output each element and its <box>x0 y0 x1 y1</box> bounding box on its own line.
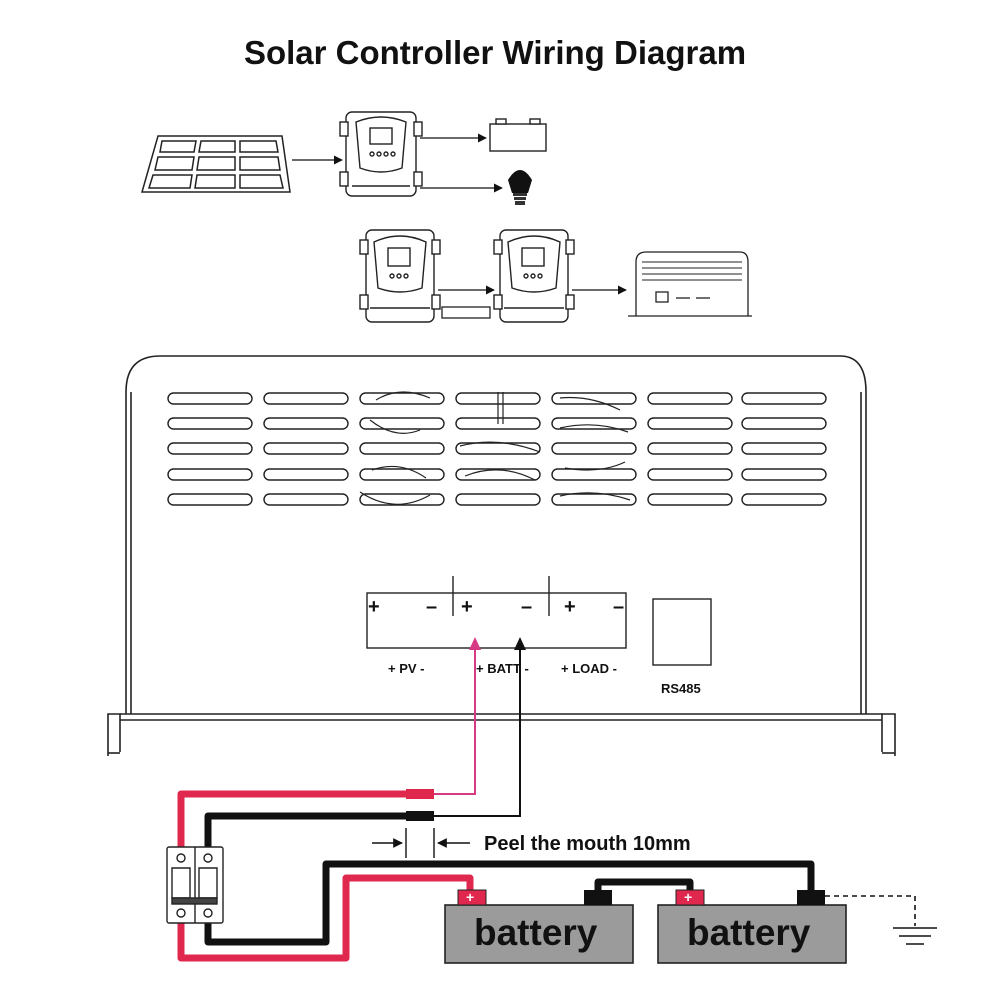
load-terminal-label: + LOAD - <box>561 661 617 676</box>
solar-panel-icon <box>141 135 291 193</box>
battery-2-plus-sign: + <box>684 889 692 905</box>
vent-slot <box>551 442 637 455</box>
vent-slot <box>167 468 253 481</box>
vent-slot <box>359 442 445 455</box>
peel-annotation: Peel the mouth 10mm <box>484 833 691 855</box>
vent-slot <box>741 468 827 481</box>
battery-icon <box>489 118 547 152</box>
batt-plus-sign: + <box>461 596 473 618</box>
batt-negative-lead <box>434 637 526 817</box>
vent-slot <box>263 468 349 481</box>
negative-cable-end <box>406 811 434 821</box>
rs485-port <box>652 598 712 666</box>
vent-slot <box>647 468 733 481</box>
battery-1-plus-sign: + <box>466 889 474 905</box>
vent-slot <box>359 417 445 430</box>
vent-slot <box>741 442 827 455</box>
battery-2-label: battery <box>687 912 811 953</box>
vent-slot <box>167 442 253 455</box>
negative-cable <box>204 812 815 946</box>
pv-minus-sign: – <box>426 596 437 618</box>
vent-slot <box>741 493 827 506</box>
vent-slot <box>263 392 349 405</box>
fan-blades <box>359 391 631 505</box>
positive-cable <box>177 790 474 962</box>
pv-terminal-label: + PV - <box>388 661 425 676</box>
vent-slot <box>741 417 827 430</box>
vent-slot <box>263 417 349 430</box>
batt-terminal-label: + BATT - <box>476 661 529 676</box>
pv-plus-sign: + <box>368 596 380 618</box>
vent-slot <box>551 493 637 506</box>
vent-slot <box>263 442 349 455</box>
vent-slot <box>167 417 253 430</box>
vent-slot <box>647 392 733 405</box>
positive-cable-end <box>406 789 434 799</box>
peel-length-marker <box>372 828 470 858</box>
vent-slot <box>167 392 253 405</box>
battery-1: + battery <box>444 889 634 964</box>
vent-slot <box>741 392 827 405</box>
terminal-block <box>366 576 627 649</box>
inverter-icon <box>628 251 752 317</box>
connector-icon <box>441 306 491 319</box>
rs485-label: RS485 <box>661 681 701 696</box>
batt-positive-lead <box>434 637 481 795</box>
charge-controller-icon <box>339 111 423 197</box>
vent-slot <box>647 417 733 430</box>
vent-slot <box>551 392 637 405</box>
light-bulb-icon <box>508 170 532 205</box>
batt-minus-sign: – <box>521 596 532 618</box>
diagram-title: Solar Controller Wiring Diagram <box>243 34 747 71</box>
battery-1-label: battery <box>474 912 598 953</box>
vent-slot <box>359 468 445 481</box>
vent-slots <box>167 392 827 506</box>
vent-slot <box>647 442 733 455</box>
vent-slot <box>647 493 733 506</box>
vent-slot <box>551 468 637 481</box>
load-minus-sign: – <box>613 596 624 618</box>
vent-slot <box>455 493 541 506</box>
controller-housing <box>107 355 896 756</box>
load-plus-sign: + <box>564 596 576 618</box>
circuit-breaker <box>166 846 224 924</box>
ground-icon <box>825 895 937 945</box>
vent-slot <box>263 493 349 506</box>
charge-controller-left-icon <box>359 229 441 323</box>
vent-slot <box>359 392 445 405</box>
vent-slot <box>167 493 253 506</box>
battery-2: + battery <box>657 889 847 964</box>
charge-controller-right-icon <box>493 229 575 323</box>
